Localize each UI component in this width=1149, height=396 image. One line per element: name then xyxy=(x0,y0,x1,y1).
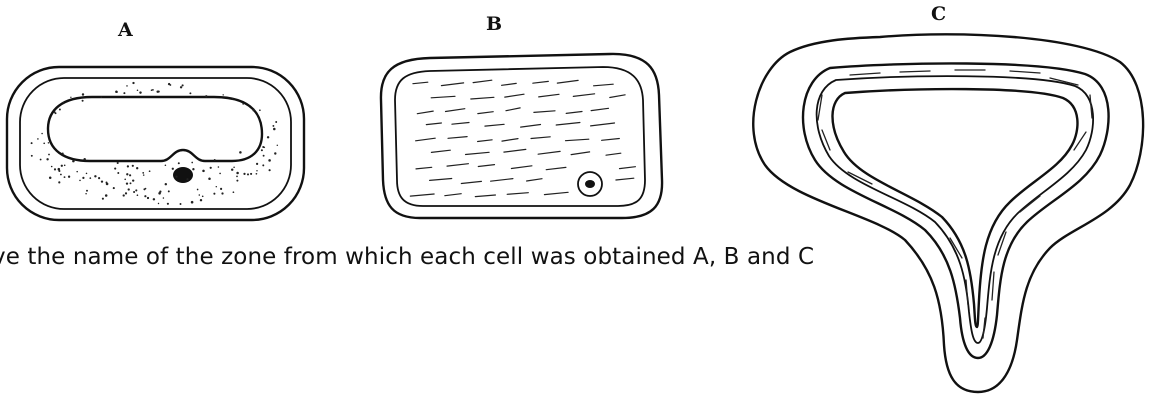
cell-a-nucleus xyxy=(173,167,193,183)
cell-c-inner-layer xyxy=(817,76,1094,343)
label-c: C xyxy=(931,3,946,25)
question-text: ve the name of the zone from which each … xyxy=(0,244,814,270)
cell-b-inner-wall xyxy=(395,67,645,206)
cell-b xyxy=(381,54,662,218)
cell-c xyxy=(753,34,1143,392)
label-a: A xyxy=(117,19,133,41)
cell-a-vacuole xyxy=(48,97,262,161)
cell-b-nucleolus xyxy=(585,180,595,188)
label-b: B xyxy=(486,13,502,35)
cell-c-secondary-wall xyxy=(803,63,1109,358)
cell-a xyxy=(7,67,304,220)
